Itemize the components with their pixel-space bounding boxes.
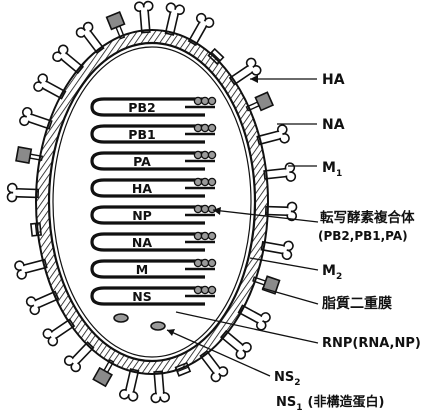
ha-spike [7, 183, 38, 202]
ns2-protein-left [114, 314, 128, 322]
label-polymerase: 転写酵素複合体 [320, 209, 415, 226]
segment-label: NA [132, 235, 152, 250]
label-ha: HA [322, 72, 345, 88]
inner-membrane [53, 47, 251, 357]
ha-spike [134, 1, 154, 33]
label-ns2: NS2 [274, 370, 301, 388]
ha-spike [149, 371, 169, 403]
label-m2: M2 [322, 263, 342, 282]
segment-label: HA [132, 181, 152, 196]
ns2-protein-right [151, 322, 165, 330]
segment-label: PB1 [128, 127, 155, 142]
label-m1: M1 [322, 160, 342, 179]
segment-label: PA [133, 154, 151, 169]
leader-lipid [262, 288, 318, 304]
segment-label: NS [132, 289, 151, 304]
label-na: NA [322, 117, 345, 133]
segment-label: M [136, 262, 148, 277]
label-polymerase-members: (PB2,PB1,PA) [318, 229, 408, 243]
labels: HA NA M1 転写酵素複合体 (PB2,PB1,PA) M2 脂質二重膜 R… [274, 72, 421, 413]
label-ns1: NS1(非構造蛋白) [276, 394, 384, 413]
label-rnp: RNP(RNA,NP) [322, 336, 421, 351]
segment-label: NP [132, 208, 152, 223]
label-lipid-bilayer: 脂質二重膜 [321, 295, 392, 312]
segment-label: PB2 [128, 100, 155, 115]
